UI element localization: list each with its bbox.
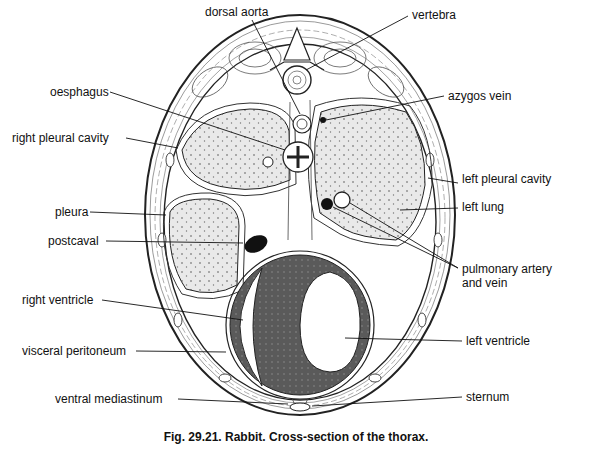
muscle-line bbox=[155, 30, 445, 406]
part-label: left pleural cavity bbox=[462, 172, 551, 186]
heart bbox=[230, 255, 370, 395]
dorsal-aorta bbox=[293, 115, 311, 133]
thoracic-wall bbox=[164, 44, 436, 400]
part-label: dorsal aorta bbox=[205, 5, 268, 19]
right-lung bbox=[169, 199, 239, 293]
part-label: left ventricle bbox=[466, 334, 530, 348]
sternum bbox=[290, 403, 310, 411]
right-ventricle-cavity bbox=[240, 268, 262, 386]
part-label: sternum bbox=[466, 390, 509, 404]
part-label: postcaval bbox=[48, 234, 99, 248]
left-lung bbox=[315, 105, 425, 240]
postcaval bbox=[242, 232, 271, 257]
part-label: right ventricle bbox=[22, 293, 93, 307]
part-label: vertebra bbox=[412, 8, 456, 22]
oesophagus-lumen bbox=[287, 146, 309, 168]
part-label: visceral peritoneum bbox=[22, 344, 126, 358]
part-label: pleura bbox=[55, 205, 88, 219]
azygos-vein bbox=[320, 117, 326, 123]
part-label: pulmonary artery and vein bbox=[462, 262, 562, 290]
centrum bbox=[293, 76, 301, 84]
nerve bbox=[263, 157, 273, 167]
pericardium bbox=[226, 251, 374, 399]
body-wall bbox=[145, 15, 455, 415]
part-label: left lung bbox=[462, 200, 504, 214]
part-label: ventral mediastinum bbox=[55, 392, 162, 406]
left-ventricle-cavity bbox=[300, 272, 360, 372]
part-label: azygos vein bbox=[448, 89, 511, 103]
muscle bbox=[363, 61, 410, 104]
neural-spine bbox=[284, 28, 310, 60]
pleura bbox=[176, 103, 296, 196]
part-label: oesphagus bbox=[50, 85, 109, 99]
muscle bbox=[229, 42, 281, 74]
oesophagus bbox=[283, 142, 313, 172]
muscle bbox=[187, 61, 234, 104]
pulmonary-vessel bbox=[334, 192, 350, 208]
muscle-line bbox=[150, 21, 450, 409]
pulmonary-vessel bbox=[321, 198, 333, 210]
leader-lines bbox=[90, 16, 462, 406]
centrum bbox=[288, 71, 306, 89]
muscle bbox=[239, 49, 271, 67]
muscle-line bbox=[160, 37, 440, 403]
pleura bbox=[163, 193, 245, 299]
part-label: right pleural cavity bbox=[12, 131, 109, 145]
dorsal-aorta bbox=[297, 119, 307, 129]
figure-caption: Fig. 29.21. Rabbit. Cross-section of the… bbox=[0, 430, 592, 444]
